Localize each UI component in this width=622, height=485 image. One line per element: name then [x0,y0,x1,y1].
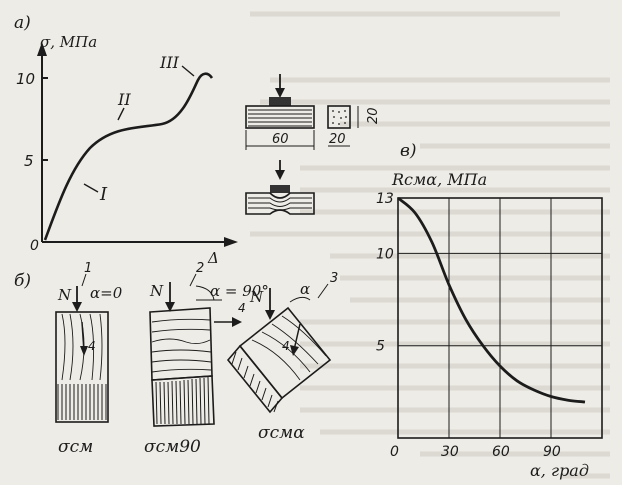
stress-label-1: σсм [58,437,93,457]
specimen-load-arrow-icon [275,88,285,98]
panel-a-leader-ii [117,107,125,121]
specimen-2-base-hatch [155,376,210,425]
chart-grid [397,197,603,439]
specimen-2-base [151,375,215,427]
specimen-crushed [245,192,315,215]
specimen-2-grain [151,318,212,373]
stress-label-3: σсмα [258,423,305,443]
panel-a-label: а) [14,13,31,33]
specimen-1-number: 1 [84,261,92,276]
specimen-load-arrow-2-icon [275,170,285,180]
panel-a-y-arrow-icon [37,42,47,56]
specimen-3-force-label: N [249,288,264,306]
specimen-3-grain [251,315,327,381]
specimen-3-inner-arrow-icon [290,345,299,356]
specimen-3-base [226,344,284,414]
specimen-2-force-arrow-icon [165,302,175,312]
specimen-2-angle-arc [195,285,215,301]
specimen-1-inner-arrow-icon [80,346,88,356]
panel-a-y-axis-label: σ, МПа [40,33,97,51]
panel-a: а) σ, МПа 10 5 0 Δ I II III [14,13,238,267]
specimen-1-grain [61,313,103,381]
chart-x-axis-label: α, град [530,461,589,480]
chart-series-line [397,196,586,404]
specimen-1-body [55,311,109,423]
specimen-1-force-label: N [57,286,72,304]
specimen-side-view [245,105,315,129]
specimen-3-base-hatch [231,351,279,413]
panel-a-x-axis-label: Δ [207,249,219,267]
chart-panel-label: в) [400,141,417,161]
panel-a-stage-iii: III [159,53,180,72]
specimen-3-force-arrow-icon [265,310,275,320]
panel-a-tick-label-10: 10 [16,70,35,88]
panel-a-x-arrow-icon [224,237,238,247]
panel-b: б) 1 N α=0 4 σсм 2 N [14,261,338,457]
specimen-sketch: 60 20 20 [245,74,381,215]
chart-x-tick-label-60: 60 [492,444,510,460]
alpha-0-label: α=0 [90,284,123,302]
chart-x-tick-label-0: 0 [390,444,399,460]
specimen-2-number: 2 [196,261,204,276]
dim-60-label: 60 [272,132,289,147]
specimen-grain-lines [248,109,312,127]
stress-label-2: σсм90 [144,437,201,457]
specimen-2-leader [189,273,197,287]
specimen-3-number: 3 [330,271,338,286]
specimen-2-force-label: N [149,282,164,300]
dim-20-label: 20 [329,132,346,147]
specimen-3-leader [317,283,329,299]
specimen-cross-section [327,105,351,129]
panel-a-leader-iii [181,65,195,77]
background-text-lines [250,11,610,479]
panel-v-chart: в) Rсмα, МПа α, град 0 30 60 90 13 10 5 [376,141,603,480]
specimen-3-inner-number: 4 [282,339,290,353]
specimen-2-side-arrow-icon [232,317,242,327]
specimen-1-leader [81,273,87,287]
alpha-3-label: α [300,280,310,298]
specimen-2-side-number: 4 [238,301,246,315]
panel-a-stage-i: I [99,184,108,205]
panel-a-curve [43,72,214,241]
specimen-3-angle-arc [289,296,311,303]
specimen-punch-2 [270,185,290,193]
specimen-1-base-hatch [57,384,107,420]
chart-y-tick-label-5: 5 [376,339,385,355]
chart-ticks: 0 30 60 90 13 10 5 [376,191,561,460]
panel-a-stage-ii: II [117,90,131,109]
specimen-1-inner-number: 4 [88,339,96,353]
panel-a-leader-i [83,183,99,193]
chart-y-axis-label: Rсмα, МПа [391,170,487,189]
chart-y-tick-label-13: 13 [376,191,394,207]
cross-section-stipple [332,110,347,125]
alpha-90-label: α = 90° [210,282,269,300]
dim-20-vertical-label: 20 [366,107,381,124]
panel-a-origin-label: 0 [30,238,39,254]
panel-a-tick-label-5: 5 [24,152,34,170]
specimen-punch [269,97,291,106]
specimen-3-inner-arrow-line [293,323,301,351]
crushed-grain-lines [248,197,312,211]
specimen-1-force-arrow-icon [72,302,82,312]
panel-b-label: б) [14,271,31,291]
chart-x-tick-label-30: 30 [441,444,459,460]
chart-y-tick-label-10: 10 [376,246,394,262]
chart-x-tick-label-90: 90 [543,444,561,460]
